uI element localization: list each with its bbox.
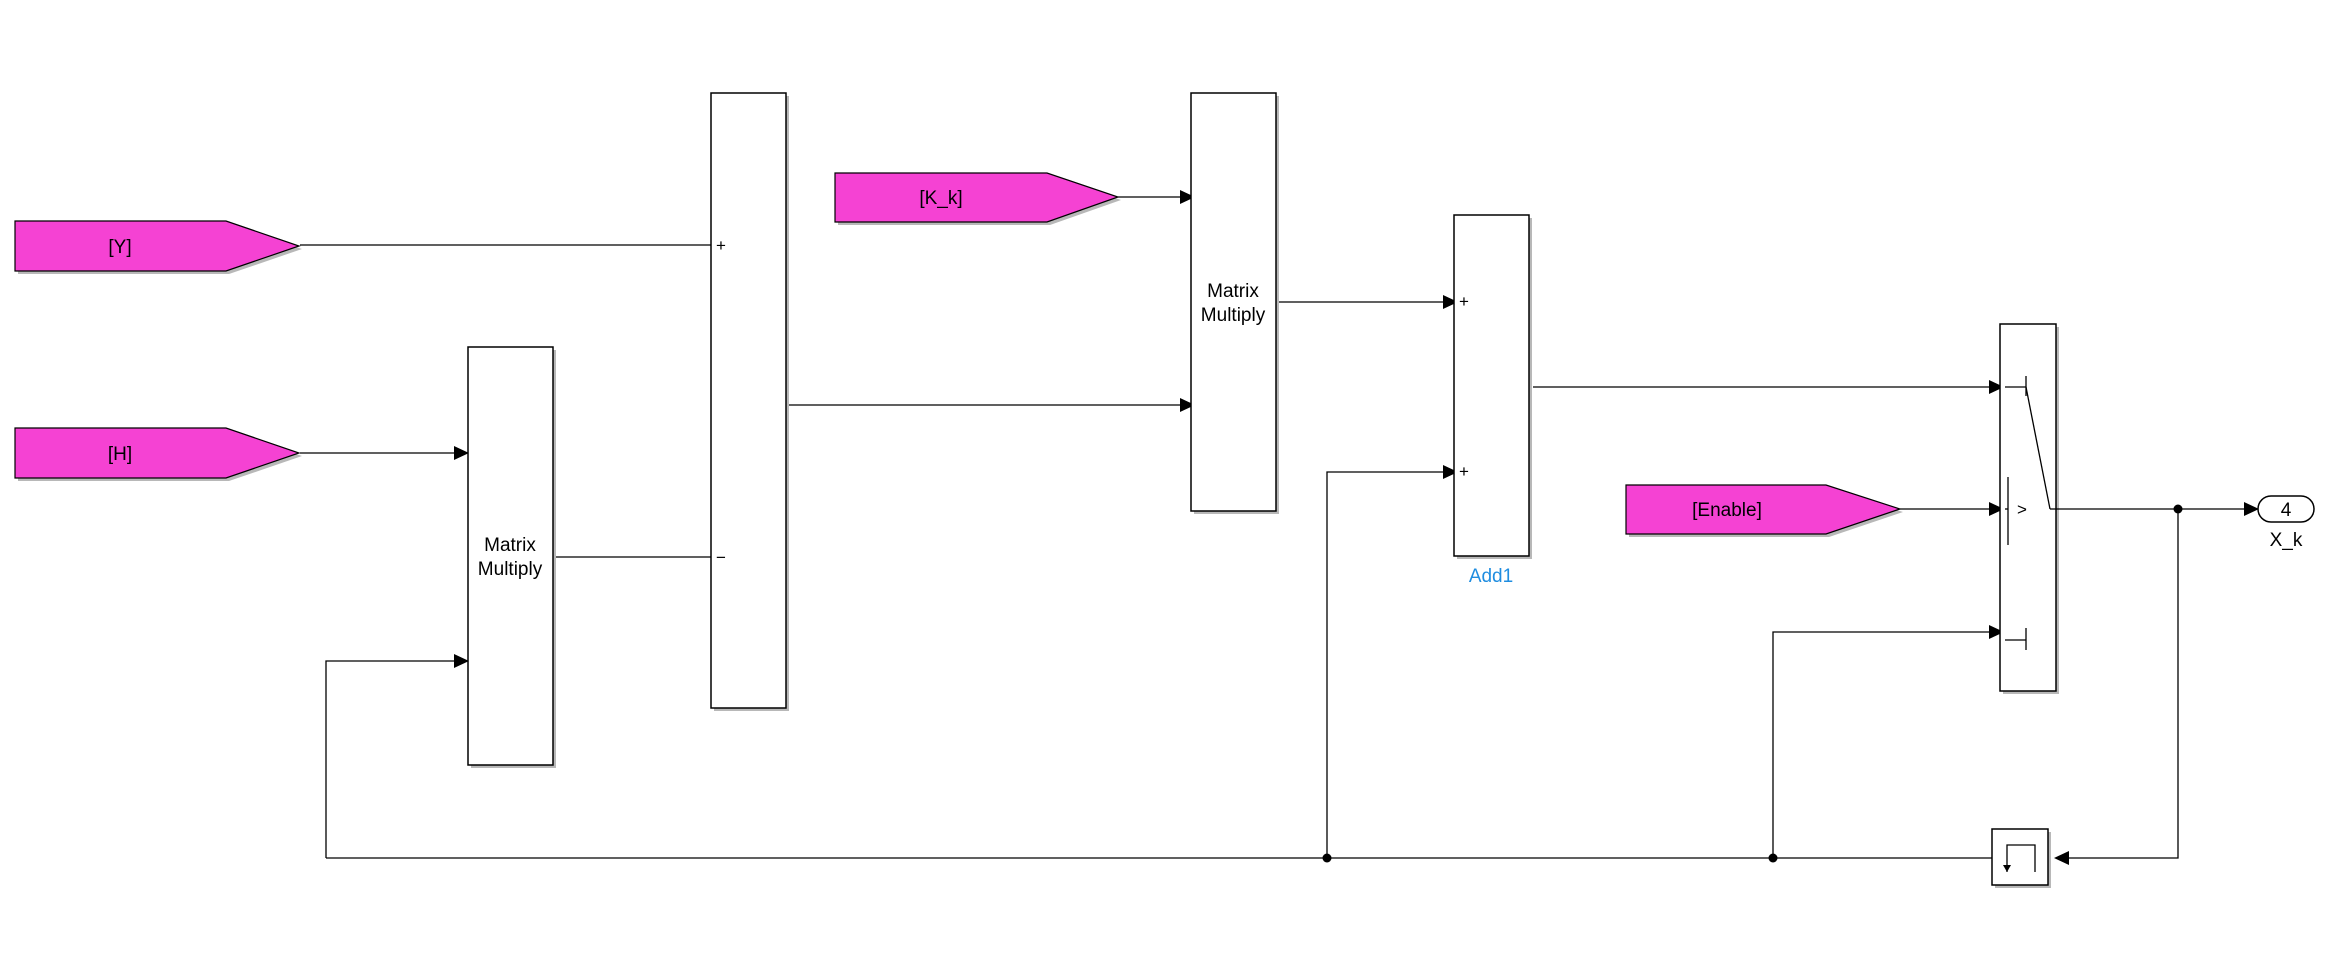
from-tag-y[interactable]: [Y] [14, 220, 302, 274]
switch-block[interactable]: > [1999, 323, 2060, 694]
unit-delay-arrow-icon [2003, 865, 2011, 872]
matrix-multiply-1-label-line2: Multiply [478, 559, 543, 580]
matrix-multiply-1-label-line1: Matrix [484, 535, 536, 556]
arrow-feedback-to-add1 [1443, 465, 1458, 479]
arrow-h-to-matmul [454, 446, 469, 460]
arrow-output-to-delay [2054, 851, 2069, 865]
junction-dot [2173, 504, 2183, 514]
sum-sign-minus: − [716, 548, 726, 567]
matrix-multiply-block-1[interactable]: Matrix Multiply [467, 346, 556, 768]
arrow-feedback-to-matmul [454, 654, 469, 668]
arrow-sum-to-matmul2 [1180, 398, 1195, 412]
add1-sign-plus-top: + [1459, 292, 1469, 311]
from-tag-k-k-label: [K_k] [919, 188, 962, 209]
arrow-feedback-to-switch [1989, 625, 2004, 639]
arrow-switch-to-outport [2244, 502, 2259, 516]
from-tag-k-k[interactable]: [K_k] [834, 172, 1121, 225]
from-tag-h-label: [H] [108, 444, 132, 465]
from-tag-y-label: [Y] [108, 237, 131, 258]
switch-contact-icon [2005, 376, 2060, 650]
wire-feedback-to-add1[interactable] [1326, 471, 1443, 858]
matrix-multiply-2-label-line2: Multiply [1201, 305, 1266, 326]
arrow-kk-to-matmul2 [1180, 190, 1195, 204]
sum-sign-plus: + [716, 236, 726, 255]
sum-block[interactable]: + − [710, 92, 789, 711]
add1-sign-plus-bottom: + [1459, 462, 1469, 481]
arrow-enable-to-switch [1989, 502, 2004, 516]
add1-block[interactable]: + + [1453, 214, 1532, 559]
wire-feedback-to-matmul[interactable] [325, 660, 454, 858]
from-tag-enable-label: [Enable] [1692, 500, 1762, 521]
junction-dot [1768, 853, 1778, 863]
matrix-multiply-block-2[interactable]: Matrix Multiply [1190, 92, 1279, 514]
outport-name: X_k [2270, 530, 2303, 551]
wire-output-to-delay[interactable] [2069, 509, 2179, 859]
outport-number: 4 [2281, 500, 2292, 521]
junction-dot [1322, 853, 1332, 863]
from-tag-enable[interactable]: [Enable] [1625, 484, 1903, 537]
switch-criterion: > [2017, 500, 2027, 519]
matrix-multiply-2-label-line1: Matrix [1207, 281, 1259, 302]
unit-delay-step-icon [2006, 844, 2036, 872]
outport-x-k[interactable]: 4 [2257, 495, 2315, 523]
from-tag-h[interactable]: [H] [14, 427, 302, 481]
arrow-matmul2-to-add1 [1443, 295, 1458, 309]
unit-delay-block[interactable] [1991, 828, 2051, 888]
wire-feedback-to-switch[interactable] [1772, 631, 1989, 858]
arrow-add1-to-switch [1989, 380, 2004, 394]
add1-block-name: Add1 [1469, 566, 1513, 587]
